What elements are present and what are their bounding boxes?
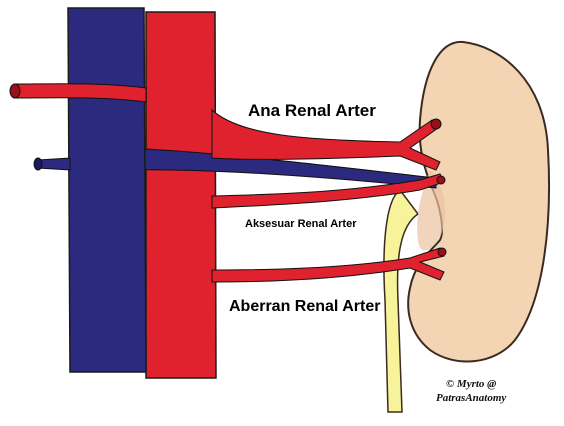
aorta-shape bbox=[146, 12, 216, 378]
credit-line-2: PatrasAnatomy bbox=[436, 391, 506, 405]
main-renal-artery-label: Ana Renal Arter bbox=[248, 101, 376, 121]
main-artery-tip bbox=[431, 119, 441, 129]
credit-line-1: © Myrto @ bbox=[436, 377, 506, 391]
credit-text: © Myrto @ PatrasAnatomy bbox=[436, 377, 506, 405]
aberrant-renal-artery-label: Aberran Renal Arter bbox=[229, 298, 380, 316]
aberrant-artery-tip bbox=[438, 248, 446, 256]
aberrant-renal-artery-shape bbox=[212, 248, 444, 282]
accessory-artery-tip bbox=[437, 176, 445, 184]
inferior-vena-cava-shape bbox=[68, 8, 146, 372]
vein-stub-end bbox=[34, 158, 42, 170]
accessory-renal-artery-label: Aksesuar Renal Arter bbox=[245, 218, 356, 230]
vein-stub-left bbox=[38, 158, 70, 170]
artery-stub-end bbox=[10, 84, 20, 98]
